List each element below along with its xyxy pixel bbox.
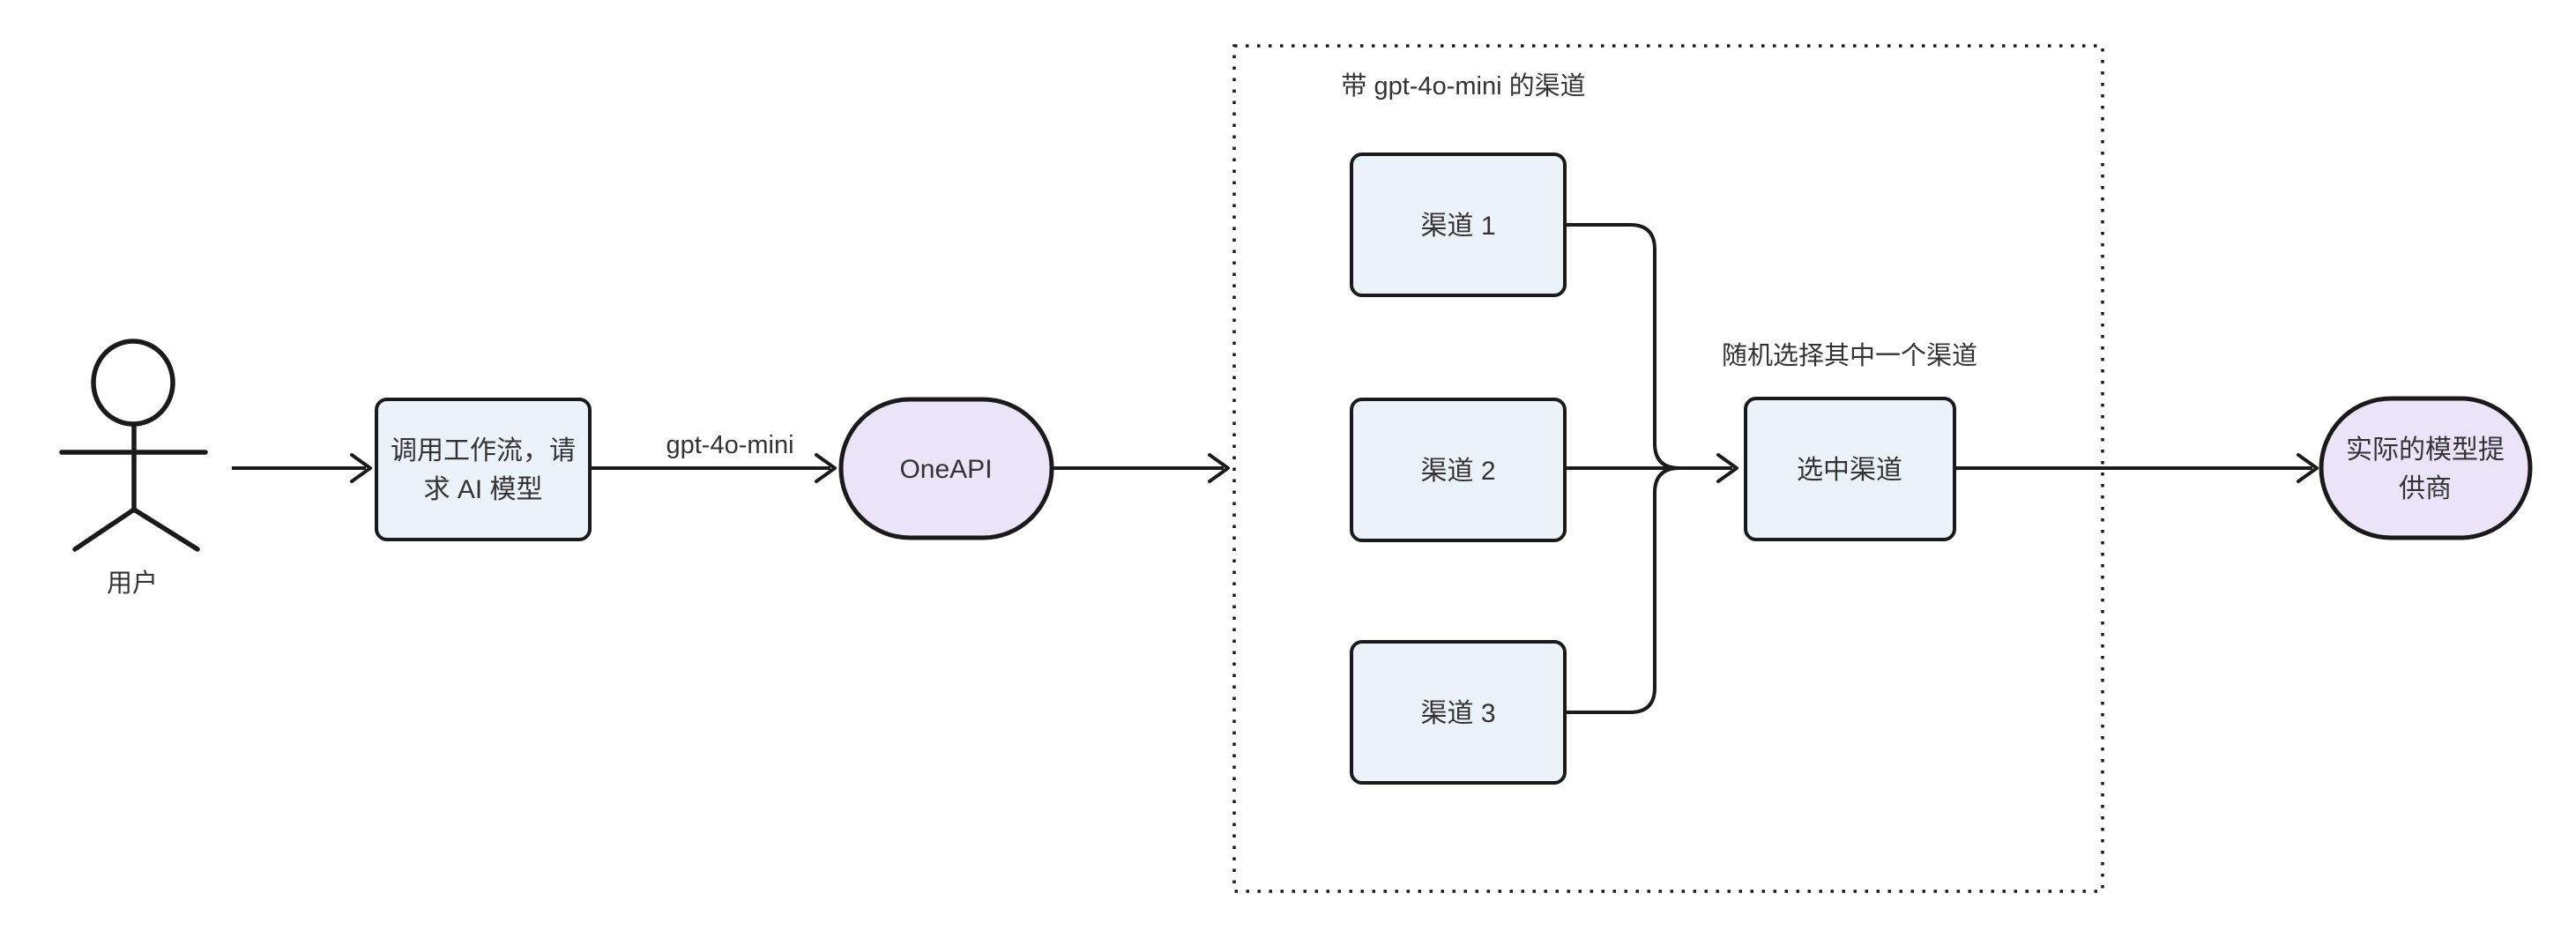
actor-user (59, 339, 208, 552)
node-selected-channel-label: 选中渠道 (1797, 456, 1902, 485)
arrowhead-icon (2297, 453, 2319, 483)
edge-channels-merge (1565, 223, 1738, 714)
edge-oneapi-to-channels (1052, 453, 1230, 483)
node-provider-label-line2: 供商 (2399, 474, 2452, 503)
edge-channel3-curve (1565, 466, 1680, 714)
edge-user-to-workflow (232, 453, 372, 483)
channel-group-title: 带 gpt-4o-mini 的渠道 (1341, 71, 1585, 100)
arrowhead-icon (815, 453, 837, 483)
actor-label: 用户 (107, 569, 158, 598)
arrowhead-icon (1208, 453, 1230, 483)
node-provider-label-line1: 实际的模型提 (2346, 436, 2505, 465)
edge-channel1-curve (1565, 223, 1680, 470)
arrowhead-icon (1716, 453, 1738, 483)
arrowhead-icon (350, 453, 372, 483)
node-channel-2-label: 渠道 2 (1420, 457, 1495, 486)
node-workflow: 调用工作流，请 求 AI 模型 (375, 398, 592, 541)
actor-leg-right (131, 507, 200, 552)
node-channel-3-label: 渠道 3 (1420, 699, 1495, 728)
node-oneapi-label: OneAPI (899, 455, 992, 484)
node-provider: 实际的模型提 供商 (2319, 396, 2533, 540)
annotation-random-select: 随机选择其中一个渠道 (1722, 341, 1977, 370)
actor-head (91, 339, 175, 427)
node-oneapi: OneAPI (838, 397, 1054, 540)
node-workflow-label-line1: 调用工作流，请 (391, 436, 576, 465)
actor-leg-left (72, 507, 137, 552)
edge-workflow-to-oneapi (590, 453, 837, 483)
node-channel-1-label: 渠道 1 (1420, 212, 1495, 241)
node-selected-channel: 选中渠道 (1744, 397, 1956, 541)
node-channel-1: 渠道 1 (1350, 153, 1567, 297)
channel-group-container: 带 gpt-4o-mini 的渠道 (1232, 44, 2104, 893)
node-channel-3: 渠道 3 (1350, 640, 1567, 785)
node-channel-2: 渠道 2 (1350, 398, 1567, 542)
edge-selected-to-provider (1954, 453, 2319, 483)
edge-label-model: gpt-4o-mini (666, 431, 793, 459)
node-workflow-label-line2: 求 AI 模型 (423, 475, 542, 504)
